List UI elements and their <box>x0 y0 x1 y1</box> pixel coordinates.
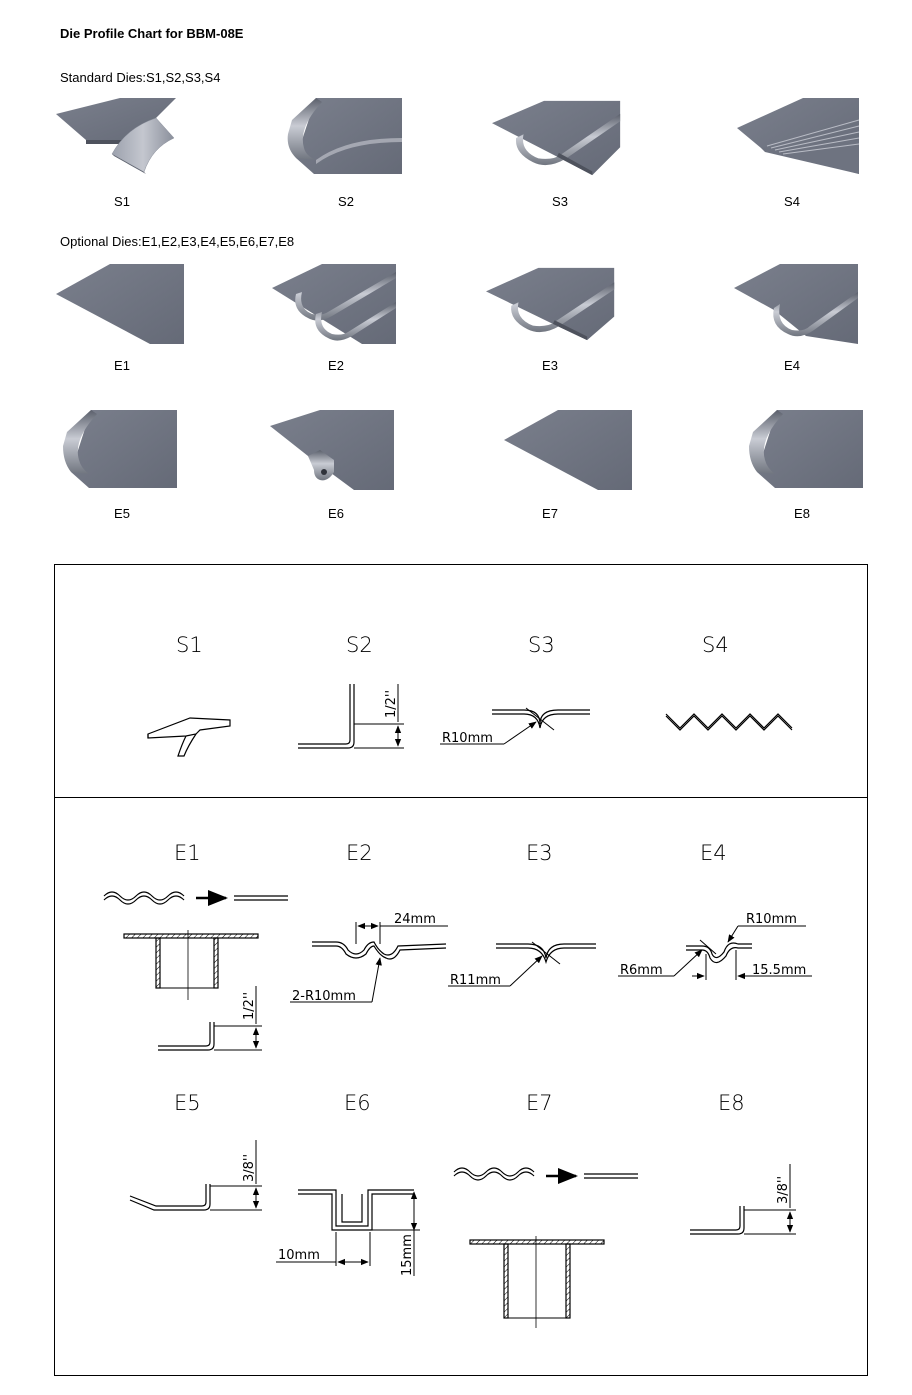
drawing-e8 <box>690 1164 796 1235</box>
die-s3-thumbnail <box>492 100 621 176</box>
drawing-e6-title: E6 <box>344 1091 371 1115</box>
e2-radius-dim: 2-R10mm <box>292 989 356 1004</box>
die-e4-thumbnail <box>734 264 858 344</box>
standard-dies-label: Standard Dies:S1,S2,S3,S4 <box>60 70 221 85</box>
e1-height-dim: 1/2'' <box>242 992 257 1020</box>
die-e5-label: E5 <box>114 506 130 521</box>
s2-height-dim: 1/2'' <box>384 690 399 718</box>
s3-radius-dim: R10mm <box>442 731 493 746</box>
e4-radius-left-dim: R6mm <box>620 963 663 978</box>
die-e8-label: E8 <box>794 506 810 521</box>
drawing-e3 <box>448 941 596 987</box>
die-s1-label: S1 <box>114 194 130 209</box>
die-s4-label: S4 <box>784 194 800 209</box>
e6-width-dim: 10mm <box>278 1248 320 1263</box>
die-e3-label: E3 <box>542 358 558 373</box>
drawing-e4-title: E4 <box>700 841 727 865</box>
e3-radius-dim: R11mm <box>450 973 501 988</box>
drawing-e5-title: E5 <box>174 1091 201 1115</box>
e6-height-dim: 15mm <box>400 1234 415 1276</box>
e2-width-dim: 24mm <box>394 912 436 927</box>
drawing-e1 <box>103 890 288 1051</box>
die-e8-thumbnail <box>749 410 863 488</box>
e5-height-dim: 3/8'' <box>242 1154 257 1182</box>
die-e7-label: E7 <box>542 506 558 521</box>
die-e6-thumbnail <box>270 410 394 490</box>
die-s2-thumbnail <box>287 98 402 174</box>
drawing-e7-title: E7 <box>526 1091 553 1115</box>
drawing-e7 <box>453 1167 638 1328</box>
e4-radius-top-dim: R10mm <box>746 912 797 927</box>
drawing-s3 <box>440 707 590 745</box>
drawing-e2 <box>290 922 448 1003</box>
drawing-s4 <box>665 713 793 731</box>
die-e7-thumbnail <box>504 410 632 490</box>
drawing-s4-title: S4 <box>702 633 729 657</box>
page-title: Die Profile Chart for BBM-08E <box>60 26 244 41</box>
technical-drawing-panel <box>54 564 868 1376</box>
drawing-e4 <box>618 925 812 980</box>
e4-width-dim: 15.5mm <box>752 963 806 978</box>
die-e1-thumbnail <box>56 264 184 344</box>
die-e3-thumbnail <box>486 267 615 341</box>
die-e2-label: E2 <box>328 358 344 373</box>
die-e6-label: E6 <box>328 506 344 521</box>
drawing-s2 <box>298 684 404 749</box>
drawing-s1 <box>147 717 231 757</box>
die-e4-label: E4 <box>784 358 800 373</box>
drawing-e1-title: E1 <box>174 841 201 865</box>
drawing-s1-title: S1 <box>176 633 203 657</box>
optional-dies-label: Optional Dies:E1,E2,E3,E4,E5,E6,E7,E8 <box>60 234 295 249</box>
die-s3-label: S3 <box>552 194 568 209</box>
drawing-e8-title: E8 <box>718 1091 745 1115</box>
die-e2-thumbnail <box>272 264 396 344</box>
drawing-e5 <box>129 1140 262 1211</box>
die-s2-label: S2 <box>338 194 354 209</box>
drawing-e2-title: E2 <box>346 841 373 865</box>
die-e5-thumbnail <box>63 410 177 488</box>
drawing-e3-title: E3 <box>526 841 553 865</box>
die-s4-thumbnail <box>737 98 860 174</box>
drawing-s3-title: S3 <box>528 633 555 657</box>
die-s1-thumbnail <box>56 98 176 174</box>
drawing-e6 <box>276 1189 420 1276</box>
die-e1-label: E1 <box>114 358 130 373</box>
e8-height-dim: 3/8'' <box>776 1176 791 1204</box>
drawing-s2-title: S2 <box>346 633 373 657</box>
panel-divider <box>54 797 868 798</box>
